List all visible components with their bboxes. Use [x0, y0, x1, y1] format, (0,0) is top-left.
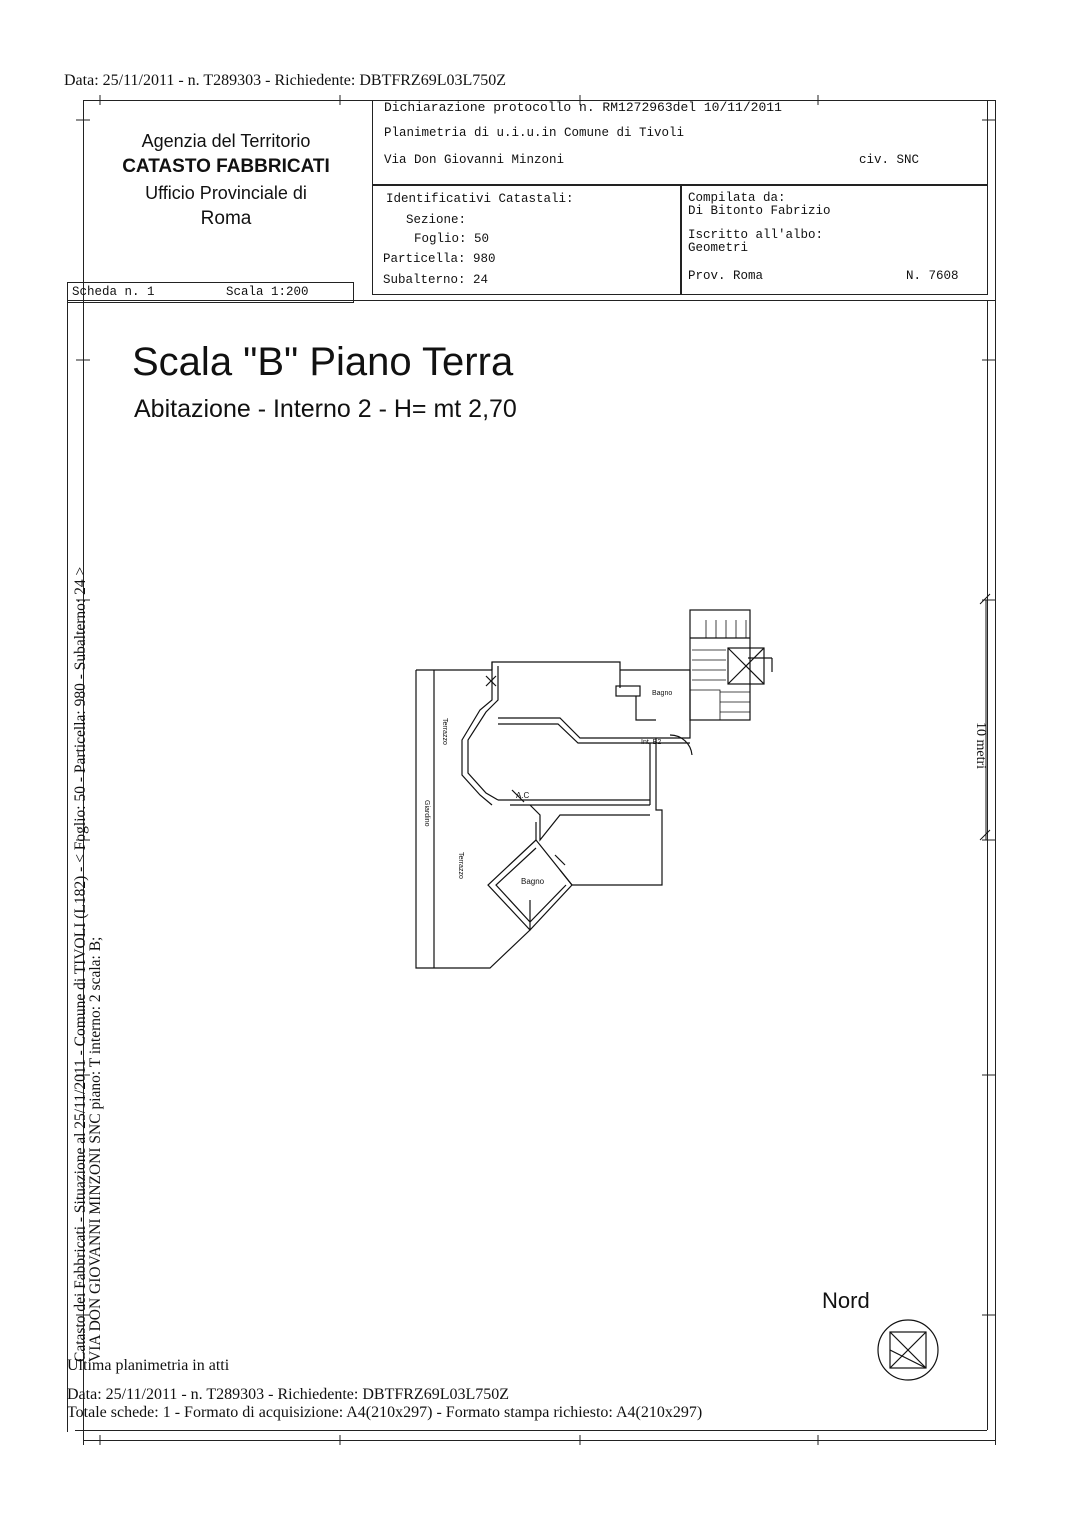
- frame-right-line: [995, 100, 996, 1445]
- plan-title: Scala "B" Piano Terra: [132, 340, 514, 384]
- agency-office: Ufficio Provinciale di: [145, 183, 307, 203]
- scheda-scale: Scala 1:200: [226, 285, 309, 299]
- frame-left-line: [83, 100, 84, 1445]
- scale-bar: [979, 593, 991, 841]
- iscritto-albo: Iscritto all'albo:: [688, 228, 824, 242]
- frame-inner-left-line: [67, 282, 68, 1432]
- frame-bottom-line: [75, 1430, 987, 1431]
- label-terrazzo-bottom: Terrazzo: [457, 852, 464, 879]
- compilata-box: [680, 184, 988, 295]
- agency-block: Agenzia del Territorio CATASTO FABBRICAT…: [100, 128, 352, 232]
- compilata-name: Di Bitonto Fabrizio: [688, 204, 831, 218]
- identificativi-title: Identificativi Catastali:: [386, 192, 574, 206]
- footer-totale: Totale schede: 1 - Formato di acquisizio…: [67, 1404, 703, 1421]
- frame-inner-right-line: [987, 300, 988, 1430]
- planimetria-line: Planimetria di u.i.u.in Comune di Tivoli: [384, 126, 685, 140]
- plan-subtitle: Abitazione - Interno 2 - H= mt 2,70: [134, 395, 517, 423]
- scheda-box: [67, 282, 354, 303]
- albo-type: Geometri: [688, 241, 749, 255]
- albo-number: N. 7608: [906, 269, 959, 283]
- agency-city: Roma: [200, 208, 252, 229]
- north-label: Nord: [822, 1288, 870, 1313]
- label-ac: A.C: [516, 791, 530, 800]
- floor-plan: [415, 609, 773, 969]
- label-bagno-top: Bagno: [652, 690, 673, 697]
- scheda-number: Scheda n. 1: [72, 285, 155, 299]
- frame-mid-line: [67, 300, 995, 301]
- foglio-field: Foglio: 50: [414, 232, 490, 246]
- identificativi-box: [372, 184, 682, 295]
- frame-base-line: [83, 1440, 996, 1441]
- agency-name: Agenzia del Territorio: [141, 131, 311, 151]
- scale-bar-label: 10 metri: [973, 722, 988, 770]
- label-terrazzo-top: Terrazzo: [441, 718, 448, 745]
- address-line: Via Don Giovanni Minzoni: [384, 153, 565, 167]
- request-header: Data: 25/11/2011 - n. T289303 - Richiede…: [64, 72, 507, 89]
- agency-catasto: CATASTO FABBRICATI: [122, 156, 330, 177]
- north-arrow-icon: [877, 1319, 939, 1381]
- label-interno: Int. B2: [641, 739, 662, 746]
- civic-number: civ. SNC: [859, 153, 920, 167]
- footer-data: Data: 25/11/2011 - n. T289303 - Richiede…: [67, 1386, 510, 1403]
- compilata-title: Compilata da:: [688, 191, 786, 205]
- province: Prov. Roma: [688, 269, 764, 283]
- label-bagno-bottom: Bagno: [521, 877, 545, 886]
- sezione-field: Sezione:: [406, 213, 467, 227]
- particella-field: Particella: 980: [383, 252, 496, 266]
- protocol-line: Dichiarazione protocollo n. RM1272963del…: [384, 100, 782, 115]
- footer-ultima: Ultima planimetria in atti: [67, 1357, 230, 1374]
- label-giardino: Giardino: [423, 800, 430, 827]
- side-text-address: VIA DON GIOVANNI MINZONI SNC piano: T in…: [87, 936, 104, 1362]
- subalterno-field: Subalterno: 24: [383, 273, 489, 287]
